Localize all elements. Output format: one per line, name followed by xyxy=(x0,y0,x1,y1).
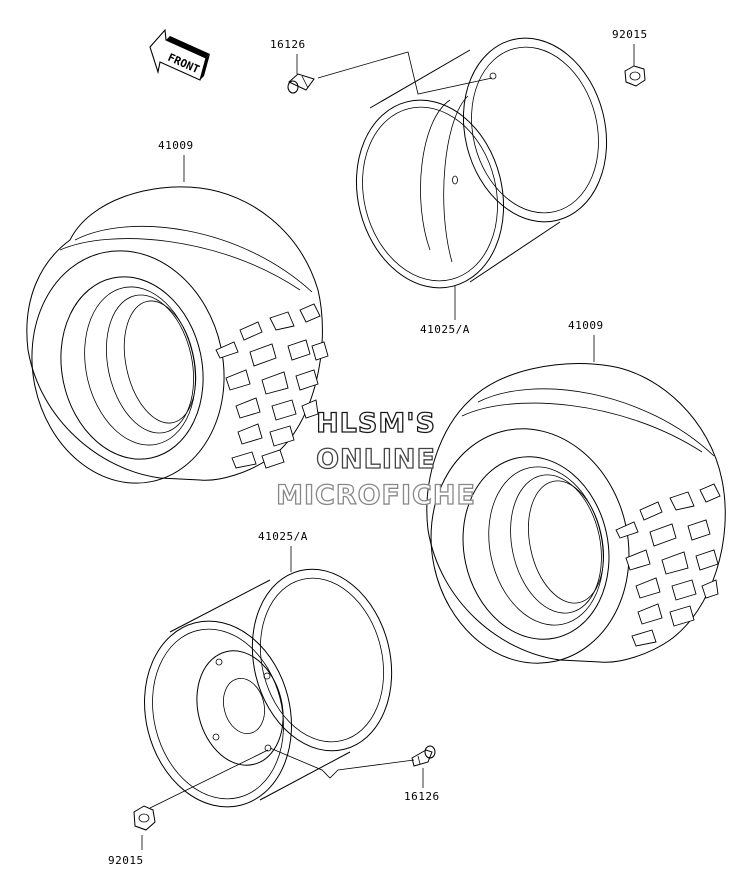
wheel-nut-top-icon xyxy=(624,65,646,87)
tire-left-icon xyxy=(26,186,329,484)
front-arrow-icon: FRONT xyxy=(149,28,210,81)
leader-lines xyxy=(141,44,635,850)
watermark-line-3: MICROFICHE xyxy=(275,480,476,511)
wheel-bottom-icon xyxy=(144,568,393,808)
label-wheel-bottom: 41025/A xyxy=(258,530,308,543)
label-valve-bottom: 16126 xyxy=(404,790,440,803)
valve-stem-bottom-icon xyxy=(411,745,436,767)
valve-stem-top-icon xyxy=(287,73,315,94)
label-tire-left: 41009 xyxy=(158,139,194,152)
label-tire-right: 41009 xyxy=(568,319,604,332)
watermark-line-1: HLSM'S xyxy=(315,408,436,439)
label-wheel-top: 41025/A xyxy=(420,323,470,336)
wheel-top-icon xyxy=(355,37,608,289)
label-nut-bottom: 92015 xyxy=(108,854,144,867)
watermark-line-2: ONLINE xyxy=(315,444,436,475)
label-nut-top: 92015 xyxy=(612,28,648,41)
tire-right-icon xyxy=(426,363,726,664)
label-valve-top: 16126 xyxy=(270,38,306,51)
wheel-nut-bottom-icon xyxy=(133,805,156,831)
